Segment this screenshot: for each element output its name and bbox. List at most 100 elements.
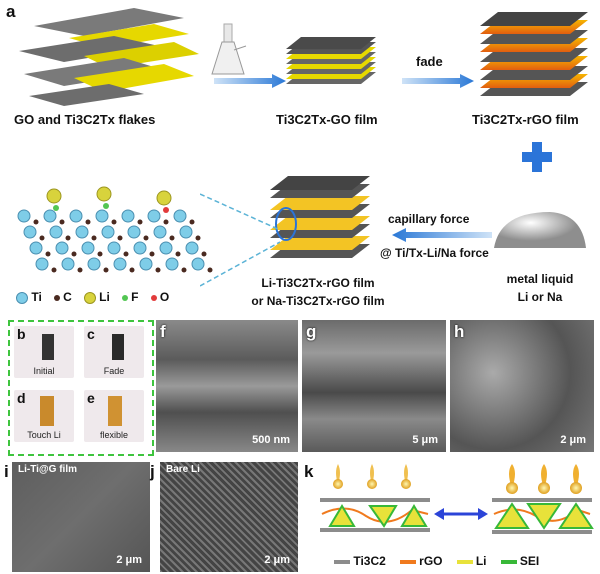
c-atom xyxy=(77,267,83,273)
filter-flask-icon xyxy=(211,23,247,75)
rgo-film-label: Ti3C2Tx-rGO film xyxy=(472,112,579,127)
sem-g: g 5 μm xyxy=(302,320,446,452)
legend-o: O xyxy=(150,290,169,304)
photo-frame: b Initial c Fade d Touch Li e flexible xyxy=(8,320,154,456)
plus-icon xyxy=(522,142,552,172)
li-atom xyxy=(96,186,112,202)
li-drops-right xyxy=(506,464,582,494)
flakes-label: GO and Ti3C2Tx flakes xyxy=(14,112,156,127)
panel-a-letter: a xyxy=(6,2,16,21)
ti-atom xyxy=(75,225,89,239)
arrow-1 xyxy=(214,74,286,88)
photo-b: b Initial xyxy=(14,326,74,378)
c-atom xyxy=(117,235,123,241)
legend-ti3c2: Ti3C2 xyxy=(334,554,386,568)
ti-atom xyxy=(113,257,127,271)
c-atom xyxy=(91,235,97,241)
film-sample xyxy=(40,396,54,426)
legend-rgo: rGO xyxy=(399,554,443,568)
sem-f: f 500 nm xyxy=(156,320,298,452)
ti3c2tx-rgo-film xyxy=(480,12,588,96)
legend-sei: SEI xyxy=(500,554,539,568)
c-atom xyxy=(129,267,135,273)
ti-atom xyxy=(49,225,63,239)
c-atom xyxy=(143,235,149,241)
fade-label: fade xyxy=(416,54,443,69)
ti3c2tx-go-film xyxy=(286,37,376,84)
ti-atom xyxy=(29,241,43,255)
li-ti3c2tx-rgo-film xyxy=(270,176,370,258)
ti-atom xyxy=(17,209,31,223)
ti-atom xyxy=(81,241,95,255)
c-atom xyxy=(149,251,155,257)
c-atom xyxy=(163,219,169,225)
ti-atom xyxy=(133,241,147,255)
c-atom xyxy=(123,251,129,257)
sem-h: h 2 μm xyxy=(450,320,594,452)
panel-j-letter: j xyxy=(150,462,155,481)
legend-f: F xyxy=(121,290,139,304)
ti-atom xyxy=(147,209,161,223)
ti-atom xyxy=(121,209,135,223)
surface-atom xyxy=(53,205,59,211)
panel-k-legend: Ti3C2 rGO Li SEI xyxy=(334,554,539,568)
c-atom xyxy=(169,235,175,241)
c-atom xyxy=(51,267,57,273)
panel-k-letter: k xyxy=(304,462,314,481)
c-atom xyxy=(175,251,181,257)
li-atom xyxy=(46,188,62,204)
legend-li: Li xyxy=(83,290,110,304)
ti-atom xyxy=(139,257,153,271)
legend-ti: Ti xyxy=(16,290,42,304)
panel-i-letter: i xyxy=(4,462,9,481)
c-atom xyxy=(71,251,77,257)
legend-c: C xyxy=(53,290,72,304)
ti-atom xyxy=(35,257,49,271)
sem-i: Li-Ti@G film 2 μm xyxy=(12,462,150,572)
surface-atom xyxy=(103,203,109,209)
sem-j: Bare Li 2 μm xyxy=(160,462,298,572)
c-atom xyxy=(195,235,201,241)
legend-li-k: Li xyxy=(456,554,487,568)
c-atom xyxy=(181,267,187,273)
ti-atom xyxy=(55,241,69,255)
ti-atom xyxy=(165,257,179,271)
c-atom xyxy=(45,251,51,257)
c-atom xyxy=(201,251,207,257)
ti-atom xyxy=(69,209,83,223)
photo-e: e flexible xyxy=(84,390,144,442)
c-atom xyxy=(33,219,39,225)
ti-atom xyxy=(101,225,115,239)
metal-droplet xyxy=(494,212,586,248)
ti-atom xyxy=(23,225,37,239)
li-drops-left xyxy=(333,464,411,489)
go-film-label: Ti3C2Tx-GO film xyxy=(276,112,378,127)
li-atom xyxy=(156,190,172,206)
atomic-structure xyxy=(17,186,213,273)
photo-c: c Fade xyxy=(84,326,144,378)
li-film-label-2: or Na-Ti3C2Tx-rGO film xyxy=(251,294,385,308)
c-atom xyxy=(137,219,143,225)
ti-atom xyxy=(107,241,121,255)
metal-label-2: Li or Na xyxy=(517,290,563,304)
atom-legend: Ti C Li F O xyxy=(16,290,169,304)
metal-label-1: metal liquid xyxy=(506,272,574,286)
film-sample xyxy=(108,396,122,426)
surface-atom xyxy=(163,207,169,213)
c-atom xyxy=(85,219,91,225)
c-atom xyxy=(97,251,103,257)
ti-atom xyxy=(87,257,101,271)
c-atom xyxy=(59,219,65,225)
force-label: @ Ti/Tx-Li/Na force xyxy=(380,246,489,260)
photo-d: d Touch Li xyxy=(14,390,74,442)
capillary-label: capillary force xyxy=(388,212,470,226)
ti-atom xyxy=(61,257,75,271)
ti-atom xyxy=(185,241,199,255)
ti-atom xyxy=(153,225,167,239)
film-sample xyxy=(42,334,54,360)
arrow-3 xyxy=(392,228,492,242)
c-atom xyxy=(39,235,45,241)
film-sample xyxy=(112,334,124,360)
ti-atom xyxy=(191,257,205,271)
flakes-illustration xyxy=(19,8,199,106)
